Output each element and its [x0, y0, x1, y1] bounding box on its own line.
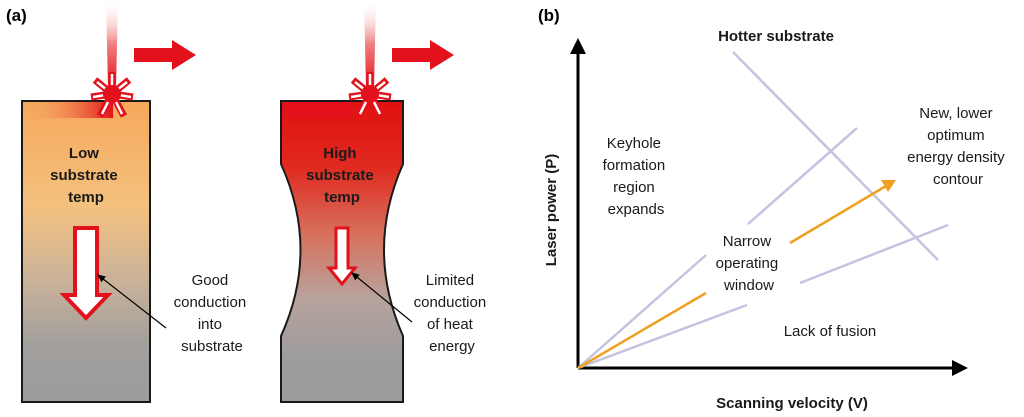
- upper-keyhole-boundary-line: [747, 127, 858, 225]
- left-laser-beam: [106, 0, 118, 88]
- y-axis: [570, 38, 586, 368]
- panel-b-tag: (b): [538, 6, 560, 25]
- hotter-substrate-label: Hotter substrate: [718, 28, 834, 45]
- x-axis: [578, 360, 968, 376]
- right-annotation-pointer: [351, 272, 413, 323]
- hotter-substrate-line: [732, 51, 939, 261]
- lower-fusion-boundary-line: [799, 223, 949, 285]
- left-temp-label: Low substrate temp: [50, 145, 122, 206]
- right-annotation: Limited conduction of heat energy: [414, 272, 491, 355]
- left-heat-flow-arrow: [59, 226, 113, 321]
- lack-of-fusion-label: Lack of fusion: [784, 323, 877, 340]
- left-annotation-pointer: [97, 274, 167, 329]
- keyhole-region-label: Keyhole formation region expands: [603, 135, 670, 218]
- process-window-lines: [577, 51, 949, 370]
- new-contour-label: New, lower optimum energy density contou…: [907, 105, 1009, 188]
- right-temp-label: High substrate temp: [306, 145, 378, 206]
- right-laser-beam: [364, 0, 376, 88]
- upper-boundary-from-origin: [577, 254, 707, 369]
- lower-boundary-from-origin: [577, 303, 748, 370]
- left-annotation: Good conduction into substrate: [174, 272, 251, 355]
- y-axis-label: Laser power (P): [543, 154, 560, 267]
- left-laser-spot-icon: [90, 72, 134, 118]
- right-laser-spot-icon: [348, 72, 392, 118]
- left-substrate-column: [21, 100, 151, 403]
- right-scan-direction-arrow: [392, 40, 454, 70]
- narrow-window-label: Narrow operating window: [716, 233, 783, 294]
- optimum-contour-arrow: [577, 180, 896, 370]
- x-axis-label: Scanning velocity (V): [716, 395, 868, 412]
- left-scan-direction-arrow: [134, 40, 196, 70]
- right-heat-flow-arrow: [325, 226, 359, 287]
- panel-a-tag: (a): [6, 6, 27, 25]
